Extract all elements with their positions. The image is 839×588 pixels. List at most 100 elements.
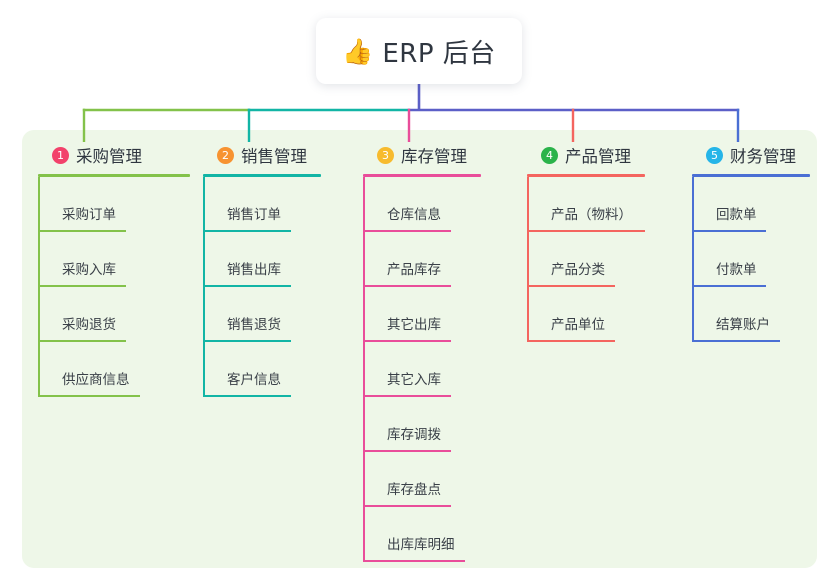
leaf-node[interactable]: 采购订单 bbox=[38, 177, 190, 232]
leaf-label: 仓库信息 bbox=[387, 207, 441, 223]
leaf-list: 回款单付款单结算账户 bbox=[692, 177, 810, 342]
branch-title: 采购管理 bbox=[76, 147, 142, 166]
leaf-underline bbox=[38, 340, 126, 342]
leaf-label: 产品分类 bbox=[551, 262, 605, 278]
leaf-underline bbox=[363, 230, 451, 232]
leaf-node[interactable]: 供应商信息 bbox=[38, 342, 190, 397]
branch-column-4: 4 产品管理产品（物料） 产品分类产品单位 bbox=[527, 142, 645, 342]
leaf-node[interactable]: 回款单 bbox=[692, 177, 810, 232]
leaf-label: 库存调拨 bbox=[387, 427, 441, 443]
branch-number-badge: 5 bbox=[706, 146, 723, 164]
leaf-node[interactable]: 采购退货 bbox=[38, 287, 190, 342]
leaf-list: 仓库信息产品库存其它出库其它入库库存调拨库存盘点出库库明细 bbox=[363, 177, 481, 562]
leaf-node[interactable]: 销售出库 bbox=[203, 232, 321, 287]
branch-number-badge: 1 bbox=[52, 146, 69, 164]
leaf-underline bbox=[363, 340, 451, 342]
leaf-underline bbox=[38, 230, 126, 232]
branch-spine bbox=[692, 177, 694, 342]
leaf-label: 出库库明细 bbox=[387, 537, 455, 553]
leaf-node[interactable]: 结算账户 bbox=[692, 287, 810, 342]
leaf-node[interactable]: 产品分类 bbox=[527, 232, 645, 287]
branch-header-3[interactable]: 3 库存管理 bbox=[363, 142, 481, 168]
branch-underline bbox=[692, 174, 810, 177]
leaf-node[interactable]: 销售订单 bbox=[203, 177, 321, 232]
branch-header-2[interactable]: 2 销售管理 bbox=[203, 142, 321, 168]
branch-underline bbox=[203, 174, 321, 177]
leaf-underline bbox=[363, 505, 451, 507]
root-node[interactable]: 👍 ERP 后台 bbox=[316, 18, 522, 84]
branch-title: 库存管理 bbox=[401, 147, 467, 166]
leaf-node[interactable]: 出库库明细 bbox=[363, 507, 481, 562]
branch-number-badge: 2 bbox=[217, 146, 234, 164]
leaf-label: 采购订单 bbox=[62, 207, 116, 223]
leaf-node[interactable]: 客户信息 bbox=[203, 342, 321, 397]
leaf-node[interactable]: 付款单 bbox=[692, 232, 810, 287]
leaf-node[interactable]: 库存调拨 bbox=[363, 397, 481, 452]
branch-title: 财务管理 bbox=[730, 147, 796, 166]
leaf-list: 采购订单采购入库采购退货供应商信息 bbox=[38, 177, 190, 397]
leaf-label: 产品（物料） bbox=[551, 207, 632, 223]
leaf-node[interactable]: 销售退货 bbox=[203, 287, 321, 342]
leaf-label: 回款单 bbox=[716, 207, 757, 223]
leaf-underline bbox=[203, 285, 291, 287]
root-title: ERP 后台 bbox=[382, 38, 496, 69]
leaf-node[interactable]: 库存盘点 bbox=[363, 452, 481, 507]
leaf-list: 销售订单销售出库销售退货客户信息 bbox=[203, 177, 321, 397]
branch-spine bbox=[363, 177, 365, 562]
leaf-node[interactable]: 产品库存 bbox=[363, 232, 481, 287]
branch-underline bbox=[363, 174, 481, 177]
leaf-node[interactable]: 仓库信息 bbox=[363, 177, 481, 232]
leaf-label: 销售退货 bbox=[227, 317, 281, 333]
branches-panel bbox=[22, 130, 817, 568]
leaf-underline bbox=[527, 285, 615, 287]
leaf-underline bbox=[38, 285, 126, 287]
leaf-label: 销售出库 bbox=[227, 262, 281, 278]
branch-underline bbox=[527, 174, 645, 177]
leaf-node[interactable]: 采购入库 bbox=[38, 232, 190, 287]
leaf-label: 库存盘点 bbox=[387, 482, 441, 498]
leaf-node[interactable]: 其它入库 bbox=[363, 342, 481, 397]
branch-column-5: 5 财务管理回款单付款单结算账户 bbox=[692, 142, 810, 342]
branch-spine bbox=[203, 177, 205, 397]
branch-number-badge: 4 bbox=[541, 146, 558, 164]
branch-column-1: 1 采购管理采购订单采购入库采购退货供应商信息 bbox=[38, 142, 190, 397]
leaf-label: 付款单 bbox=[716, 262, 757, 278]
leaf-node[interactable]: 产品单位 bbox=[527, 287, 645, 342]
leaf-label: 其它入库 bbox=[387, 372, 441, 388]
leaf-underline bbox=[203, 230, 291, 232]
leaf-underline bbox=[692, 285, 766, 287]
leaf-label: 结算账户 bbox=[716, 317, 770, 333]
leaf-underline bbox=[527, 340, 615, 342]
branch-header-1[interactable]: 1 采购管理 bbox=[38, 142, 190, 168]
leaf-label: 产品库存 bbox=[387, 262, 441, 278]
leaf-underline bbox=[203, 395, 291, 397]
leaf-underline bbox=[363, 285, 451, 287]
leaf-label: 销售订单 bbox=[227, 207, 281, 223]
leaf-label: 采购退货 bbox=[62, 317, 116, 333]
thumbs-up-icon: 👍 bbox=[342, 36, 374, 66]
leaf-underline bbox=[363, 395, 451, 397]
leaf-underline bbox=[363, 560, 465, 562]
branch-column-2: 2 销售管理销售订单销售出库销售退货客户信息 bbox=[203, 142, 321, 397]
branch-spine bbox=[527, 177, 529, 342]
leaf-label: 其它出库 bbox=[387, 317, 441, 333]
leaf-label: 客户信息 bbox=[227, 372, 281, 388]
branch-title: 销售管理 bbox=[241, 147, 307, 166]
branch-number-badge: 3 bbox=[377, 146, 394, 164]
leaf-label: 采购入库 bbox=[62, 262, 116, 278]
leaf-label: 供应商信息 bbox=[62, 372, 130, 388]
branch-title: 产品管理 bbox=[565, 147, 631, 166]
branch-underline bbox=[38, 174, 190, 177]
branch-spine bbox=[38, 177, 40, 397]
branch-column-3: 3 库存管理仓库信息产品库存其它出库其它入库库存调拨库存盘点出库库明细 bbox=[363, 142, 481, 562]
leaf-underline bbox=[203, 340, 291, 342]
branch-header-4[interactable]: 4 产品管理 bbox=[527, 142, 645, 168]
leaf-underline bbox=[38, 395, 140, 397]
leaf-underline bbox=[363, 450, 451, 452]
branch-header-5[interactable]: 5 财务管理 bbox=[692, 142, 810, 168]
leaf-underline bbox=[692, 230, 766, 232]
leaf-underline bbox=[692, 340, 780, 342]
leaf-node[interactable]: 产品（物料） bbox=[527, 177, 645, 232]
leaf-node[interactable]: 其它出库 bbox=[363, 287, 481, 342]
